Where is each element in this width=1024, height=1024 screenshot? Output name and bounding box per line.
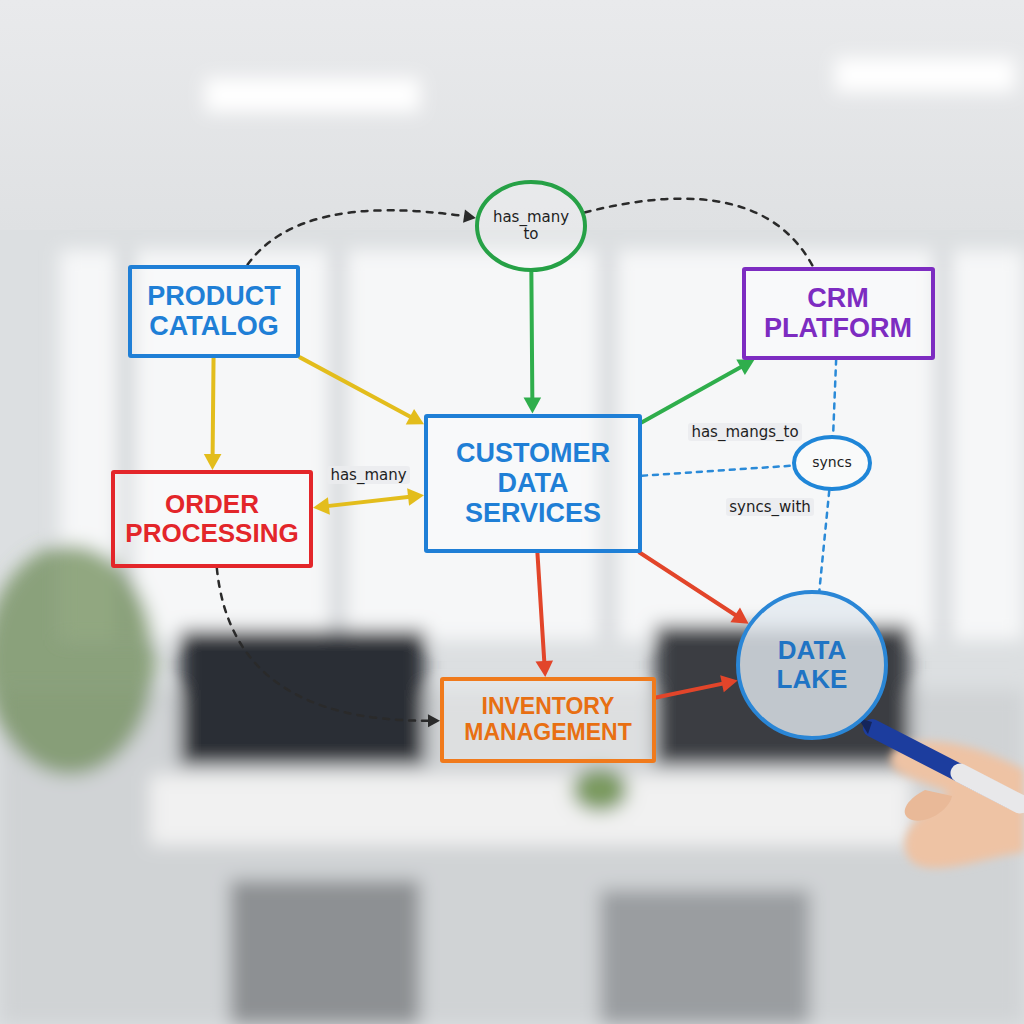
connector-line [327,497,410,506]
connector-line [217,568,430,721]
outline-ellipse [738,592,886,738]
connector [656,675,738,697]
arrowhead [407,488,424,505]
arrowhead [204,454,222,470]
relation-circle: has_many to [475,180,587,272]
annotation-label: has_mangs_to [688,423,801,441]
connector [535,553,553,678]
connector [313,488,424,514]
outline-ellipse [477,182,585,270]
connector [524,272,542,414]
arrowhead [313,497,330,514]
arrowhead [428,714,440,727]
arrowhead [463,210,476,223]
chair [600,890,810,1024]
arrowhead [720,675,737,692]
finger [905,790,952,821]
window [60,250,1024,640]
node-text: ORDER PROCESSING [125,490,299,548]
arrowhead [730,608,748,624]
window-frame [330,250,346,640]
node-text: PRODUCT CATALOG [144,281,284,341]
monitor [180,630,425,765]
connector-line [640,553,737,616]
blurred-office [0,58,1024,1024]
connector-line [537,553,544,664]
connector [248,210,476,265]
node-text: has_many to [491,209,571,243]
node-text: CUSTOMER DATA SERVICES [440,438,626,529]
connector-line [585,199,813,267]
connector [204,358,222,471]
connector [819,491,829,590]
ceiling-light [835,58,1015,92]
connector-line [833,360,836,436]
arrowhead [736,360,754,375]
node-text: CRM PLATFORM [758,283,919,343]
arrowhead [535,660,553,677]
connector-line [642,466,792,476]
connector-line [300,357,412,417]
chair [230,880,420,1024]
connector [833,360,836,436]
connector [300,357,424,424]
arrowhead [406,409,424,424]
node-text: INVENTORY MANAGEMENT [454,694,642,746]
annotation-label: syncs_with [726,498,814,516]
node-text: DATA LAKE [758,636,866,694]
connector [642,360,755,423]
hand-skin [890,741,1024,868]
node-text: syncs [812,455,851,471]
connector-line [656,683,724,697]
hand [890,741,1024,868]
system-box: PRODUCT CATALOG [128,265,300,358]
data-store-circle: DATA LAKE [736,590,888,740]
plant [572,768,628,812]
system-box: ORDER PROCESSING [111,470,313,568]
connector [217,568,440,727]
system-box: INVENTORY MANAGEMENT [440,677,656,763]
connector-line [248,210,466,264]
connector [642,466,792,476]
marker-cap [960,773,1020,804]
edge-label: has_many [327,466,409,484]
connector-line [642,366,742,422]
connector-line [819,491,829,590]
ceiling-light [205,78,420,112]
arrowhead [524,397,542,413]
system-box: CUSTOMER DATA SERVICES [424,414,642,553]
connector-line [211,358,216,457]
desk [150,775,910,845]
connector-line [529,272,534,400]
connector [585,199,813,267]
system-box: CRM PLATFORM [742,267,935,360]
window-frame [935,250,951,640]
relation-circle: syncs [792,435,872,491]
connector [640,553,749,624]
outline-ellipse [794,437,870,489]
plant [0,545,155,775]
